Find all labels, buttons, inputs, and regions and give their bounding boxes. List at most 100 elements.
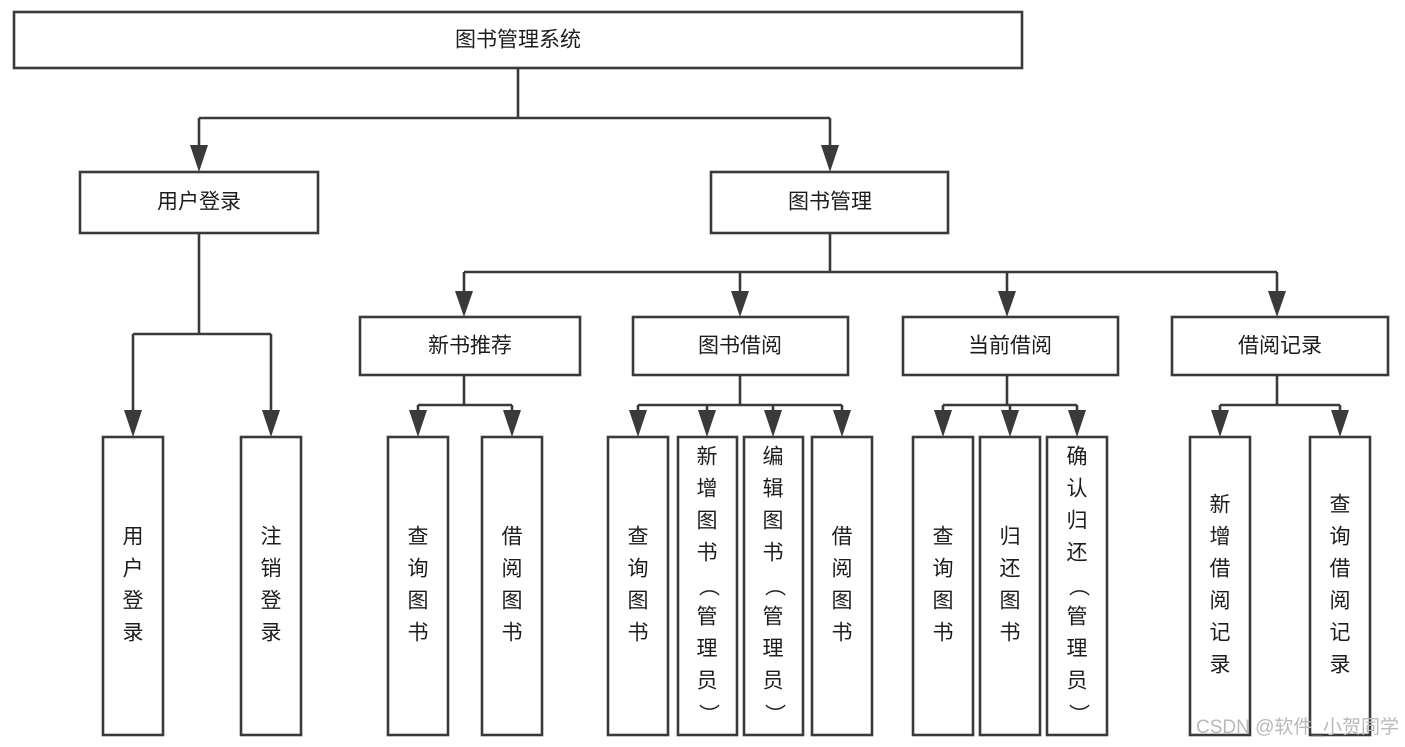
vertical-char: 查	[933, 526, 954, 549]
arrow-head-leaf-user-login	[124, 410, 142, 437]
node-new-book-recommend[interactable]: 新书推荐	[358, 315, 582, 377]
vertical-char: 图	[832, 590, 853, 613]
node-leaf-edit-book-box[interactable]	[742, 435, 805, 737]
node-book-management-box[interactable]	[709, 170, 950, 235]
node-borrow-record[interactable]: 借阅记录	[1170, 315, 1390, 377]
node-root-label: 图书管理系统	[455, 29, 581, 52]
node-leaf-add-record-box[interactable]	[1188, 435, 1252, 737]
vertical-char: 书	[697, 542, 718, 565]
vertical-char: 记	[1330, 622, 1351, 645]
node-book-management[interactable]: 图书管理	[709, 170, 950, 235]
vertical-char: 借	[502, 526, 523, 549]
vertical-char: 书	[502, 622, 523, 645]
vertical-char: 理	[697, 638, 718, 661]
vertical-char: 理	[763, 638, 784, 661]
node-leaf-user-login-box[interactable]	[101, 435, 165, 737]
node-leaf-query-book-1-box[interactable]	[386, 435, 450, 737]
node-user-login[interactable]: 用户登录	[78, 170, 320, 235]
vertical-char: （	[1066, 576, 1089, 597]
node-leaf-query-book-2-box[interactable]	[606, 435, 670, 737]
vertical-char: 管	[763, 606, 784, 629]
vertical-char: 询	[933, 558, 954, 581]
vertical-char: 录	[123, 622, 144, 645]
node-leaf-return-book-box[interactable]	[978, 435, 1042, 737]
vertical-char: 借	[1210, 558, 1231, 581]
vertical-char: 借	[832, 526, 853, 549]
arrow-head-leaf-user-logout	[262, 410, 280, 437]
vertical-char: 图	[628, 590, 649, 613]
vertical-char: 管	[1067, 606, 1088, 629]
arrow-head-book-management	[821, 145, 839, 172]
node-book-management-label: 图书管理	[788, 191, 872, 214]
node-leaf-user-login[interactable]: 用户登录	[101, 435, 165, 737]
node-current-borrow[interactable]: 当前借阅	[901, 315, 1120, 377]
node-root[interactable]: 图书管理系统	[12, 10, 1024, 70]
vertical-char: 编	[763, 446, 784, 469]
node-book-borrow-box[interactable]	[631, 315, 850, 377]
vertical-char: 确	[1067, 446, 1088, 469]
node-leaf-query-book-3-box[interactable]	[911, 435, 975, 737]
vertical-char: 户	[123, 558, 144, 581]
vertical-char: 归	[1000, 526, 1021, 549]
vertical-char: 书	[933, 622, 954, 645]
vertical-char: 图	[502, 590, 523, 613]
node-current-borrow-box[interactable]	[901, 315, 1120, 377]
csdn-watermark: CSDN @软件_小贺同学	[1196, 716, 1399, 738]
node-book-borrow[interactable]: 图书借阅	[631, 315, 850, 377]
vertical-char: ）	[1066, 704, 1089, 725]
arrow-head-leaf-add-book	[698, 410, 716, 437]
vertical-char: 询	[628, 558, 649, 581]
vertical-char: 查	[628, 526, 649, 549]
node-current-borrow-label: 当前借阅	[968, 335, 1052, 358]
node-leaf-borrow-book-1-box[interactable]	[480, 435, 544, 737]
vertical-char: 还	[1000, 558, 1021, 581]
vertical-char: 录	[1210, 654, 1231, 677]
node-leaf-user-login-label: 用户登录	[123, 526, 144, 645]
node-root-box[interactable]	[12, 10, 1024, 70]
node-new-book-recommend-label: 新书推荐	[428, 335, 512, 358]
node-leaf-confirm-return-box[interactable]	[1045, 435, 1109, 737]
arrow-head-leaf-borrow-book-1	[503, 410, 521, 437]
node-new-book-recommend-box[interactable]	[358, 315, 582, 377]
vertical-char: 增	[697, 478, 718, 501]
vertical-char: 管	[697, 606, 718, 629]
vertical-char: 阅	[1210, 590, 1231, 613]
arrow-head-leaf-query-book-3	[934, 410, 952, 437]
vertical-char: 员	[763, 670, 784, 693]
node-leaf-query-record-box[interactable]	[1308, 435, 1372, 737]
node-user-login-box[interactable]	[78, 170, 320, 235]
vertical-char: 查	[408, 526, 429, 549]
node-borrow-record-box[interactable]	[1170, 315, 1390, 377]
vertical-char: 录	[261, 622, 282, 645]
vertical-char: 用	[123, 526, 144, 549]
arrow-head-leaf-edit-book	[764, 410, 782, 437]
node-leaf-add-book-box[interactable]	[676, 435, 739, 737]
vertical-char: 还	[1067, 542, 1088, 565]
node-leaf-user-logout-box[interactable]	[239, 435, 303, 737]
vertical-char: 员	[697, 670, 718, 693]
vertical-char: 注	[261, 526, 282, 549]
node-leaf-borrow-book-2-box[interactable]	[810, 435, 874, 737]
arrow-head-leaf-borrow-book-2	[833, 410, 851, 437]
vertical-char: 书	[1000, 622, 1021, 645]
